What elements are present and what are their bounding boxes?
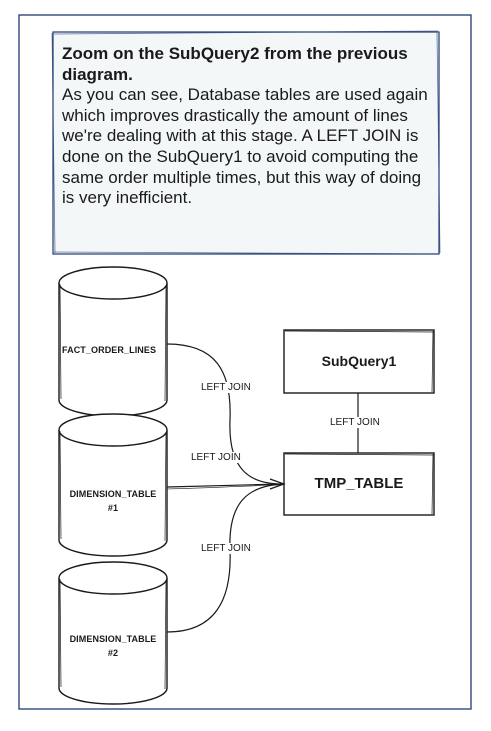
arrowhead-tmp	[269, 478, 286, 490]
tmp-table-box	[283, 452, 435, 516]
cylinder-fact-order-lines	[58, 266, 168, 417]
label-dimension-table-1-line1: DIMENSION_TABLE	[69, 489, 157, 499]
cylinder-dimension-table-1	[58, 413, 168, 557]
label-dimension-table-2-line2: #2	[107, 648, 119, 658]
label-fact-order-lines: FACT_ORDER_LINES	[62, 345, 157, 355]
edge-label-subquery1-to-tmp: LEFT JOIN	[329, 417, 381, 428]
edge-fact-to-tmp	[166, 343, 283, 485]
edge-label-dim1-to-tmp: LEFT JOIN	[190, 452, 242, 463]
edge-label-fact-to-tmp: LEFT JOIN	[200, 382, 252, 393]
edge-label-dim2-to-tmp: LEFT JOIN	[200, 543, 252, 554]
note-title: Zoom on the SubQuery2 from the previous …	[62, 44, 408, 84]
label-dimension-table-2: DIMENSION_TABLE #2	[59, 632, 167, 660]
note-body: As you can see, Database tables are used…	[62, 85, 428, 208]
edge-dim1-to-tmp	[166, 483, 283, 488]
label-dimension-table-2-line1: DIMENSION_TABLE	[69, 634, 157, 644]
label-subquery1: SubQuery1	[321, 353, 397, 369]
label-dimension-table-1-line2: #1	[107, 503, 119, 513]
subquery1-box	[283, 329, 435, 394]
note-text: Zoom on the SubQuery2 from the previous …	[62, 44, 438, 209]
label-dimension-table-1: DIMENSION_TABLE #1	[59, 487, 167, 515]
note-box	[51, 30, 441, 255]
edge-dim2-to-tmp	[166, 483, 283, 633]
cylinder-dimension-table-2	[58, 561, 168, 705]
label-tmp-table: TMP_TABLE	[314, 475, 404, 492]
outer-frame	[18, 14, 472, 710]
